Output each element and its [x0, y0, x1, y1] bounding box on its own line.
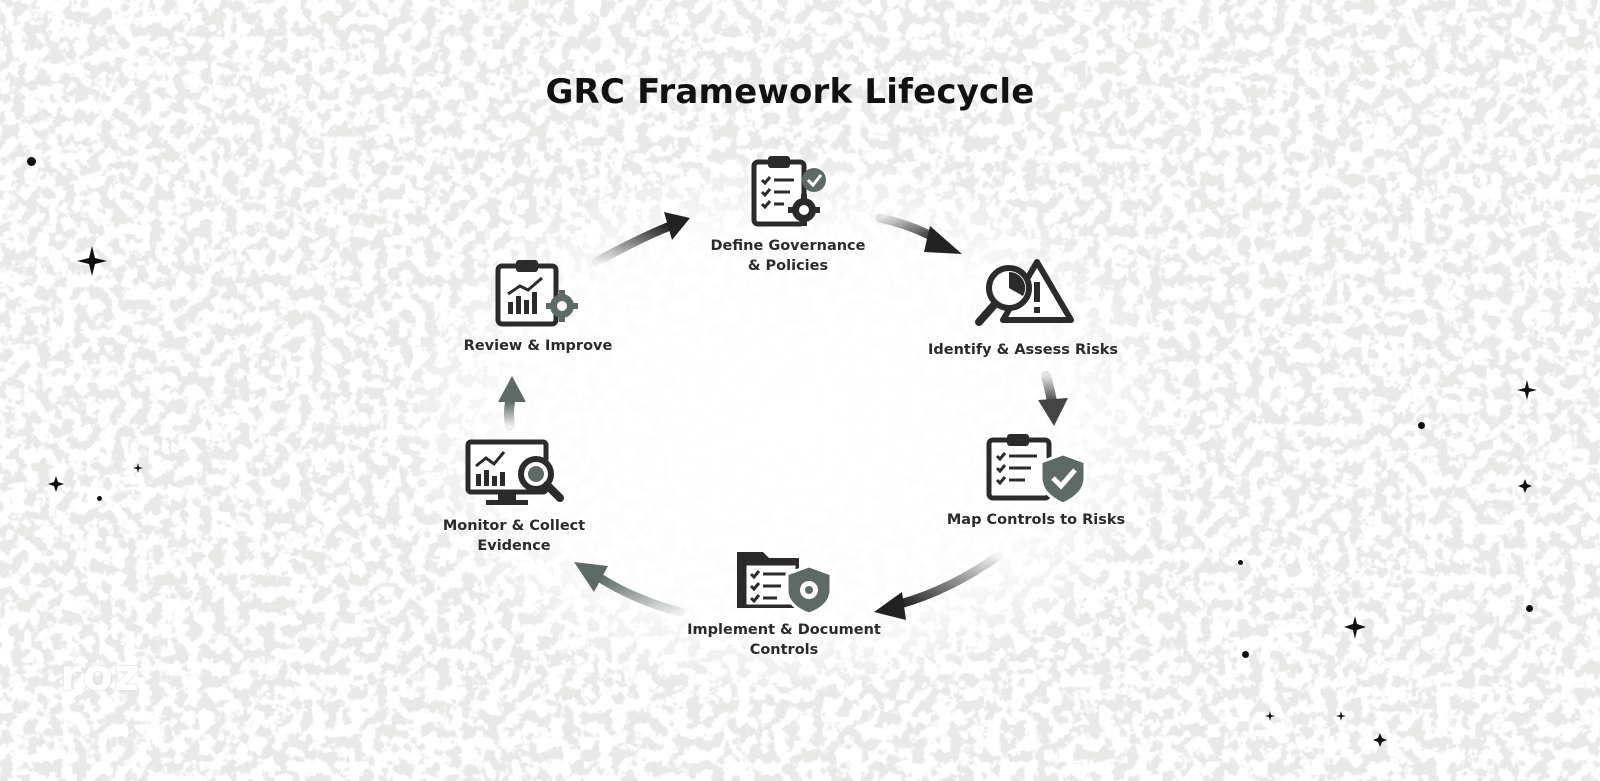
arrow-define-to-identify	[875, 213, 962, 254]
decor-dot	[1526, 605, 1533, 612]
folder-shield-gear-icon	[737, 552, 833, 614]
decor-dot	[97, 496, 102, 501]
arrow-review-to-define	[591, 212, 690, 267]
step-map-controls: Map Controls to Risks	[916, 432, 1156, 530]
decor-dot	[1242, 651, 1249, 658]
step-identify-risks: Identify & Assess Risks	[903, 254, 1143, 360]
sparkle-icon	[48, 476, 64, 492]
arrow-monitor-to-review	[498, 376, 526, 431]
step-label: Review & Improve	[463, 338, 613, 354]
clipboard-shield-icon	[986, 434, 1087, 504]
step-label: Map Controls to Risks	[946, 512, 1126, 528]
page-title: GRC Framework Lifecycle	[545, 72, 1035, 112]
arrow-identify-to-map	[1038, 371, 1068, 426]
step-monitor-evidence: Monitor & Collect Evidence	[394, 438, 634, 556]
sparkle-icon	[1373, 733, 1387, 747]
monitor-magnifier-icon	[465, 439, 564, 505]
step-label: Monitor & Collect Evidence	[442, 518, 586, 554]
clipboard-chart-gear-icon	[495, 260, 578, 327]
arrow-implement-to-monitor	[574, 562, 685, 617]
step-implement-controls: Implement & Document Controls	[664, 542, 904, 660]
step-label: Identify & Assess Risks	[927, 342, 1118, 358]
sparkle-icon	[133, 463, 143, 473]
decor-dot	[1418, 422, 1425, 429]
sparkle-icon	[1517, 380, 1537, 400]
step-label: Define Governance & Policies	[710, 238, 866, 274]
magnifier-warning-icon	[975, 259, 1074, 326]
arrow-map-to-implement	[874, 551, 1003, 620]
step-define-governance: Define Governance & Policies	[668, 152, 908, 276]
decor-dot	[1238, 560, 1243, 565]
step-review-improve: Review & Improve	[418, 256, 658, 356]
step-label: Implement & Document Controls	[687, 622, 881, 658]
sparkle-icon	[1344, 616, 1366, 639]
sparkle-icon	[1518, 479, 1532, 493]
sparkle-icon	[1265, 711, 1275, 721]
sparkle-icon	[1336, 711, 1346, 721]
brand-logo: roz	[60, 650, 141, 701]
sparkle-icon	[77, 246, 107, 276]
clipboard-gear-check-icon	[751, 156, 826, 227]
decor-dot	[27, 157, 36, 166]
